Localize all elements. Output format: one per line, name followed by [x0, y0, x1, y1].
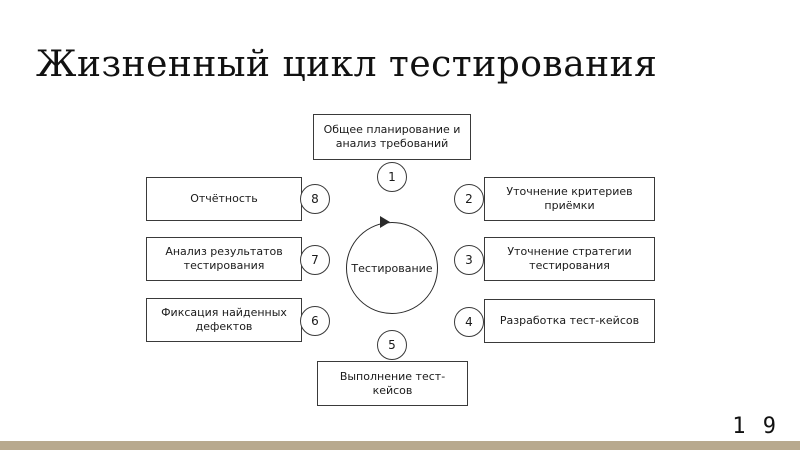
step-4-number: 4	[454, 307, 484, 337]
step-6-number: 6	[300, 306, 330, 336]
step-8-label: Отчётность	[190, 192, 258, 205]
page-number: 1 9	[732, 414, 778, 439]
step-1-label: Общее планирование и анализ требований	[323, 123, 461, 150]
step-8-number: 8	[300, 184, 330, 214]
step-3-number: 3	[454, 245, 484, 275]
step-7-box: Анализ результатов тестирования	[146, 237, 302, 281]
step-2-number: 2	[454, 184, 484, 214]
center-label: Тестирование	[351, 261, 433, 275]
step-6-box: Фиксация найденных дефектов	[146, 298, 302, 342]
step-5-box: Выполнение тест-кейсов	[317, 361, 468, 406]
step-3-box: Уточнение стратегии тестирования	[484, 237, 655, 281]
step-2-box: Уточнение критериев приёмки	[484, 177, 655, 221]
step-4-box: Разработка тест-кейсов	[484, 299, 655, 343]
step-1-number: 1	[377, 162, 407, 192]
step-5-number: 5	[377, 330, 407, 360]
cycle-arrow-icon	[380, 216, 390, 228]
slide-title: Жизненный цикл тестирования	[36, 44, 658, 85]
step-8-box: Отчётность	[146, 177, 302, 221]
step-5-label: Выполнение тест-кейсов	[339, 369, 446, 397]
bottom-bar	[0, 441, 800, 450]
cycle-circle	[346, 222, 438, 314]
step-2-label: Уточнение критериев приёмки	[506, 185, 633, 212]
step-7-number: 7	[300, 245, 330, 275]
step-6-label: Фиксация найденных дефектов	[161, 306, 287, 333]
step-1-box: Общее планирование и анализ требований	[313, 114, 471, 160]
step-7-label: Анализ результатов тестирования	[165, 245, 283, 272]
step-3-label: Уточнение стратегии тестирования	[507, 245, 632, 272]
step-4-label: Разработка тест-кейсов	[499, 314, 640, 327]
